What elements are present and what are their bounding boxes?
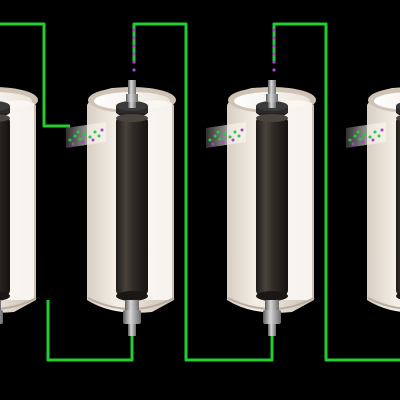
reactor-unit-3 <box>226 79 317 337</box>
reactor-unit-2 <box>86 79 177 337</box>
reactor-unit-1 <box>0 79 39 337</box>
reactor-unit-4 <box>366 79 400 337</box>
pipe-top-1 <box>0 22 70 128</box>
pipe-bottom-1 <box>46 300 134 362</box>
